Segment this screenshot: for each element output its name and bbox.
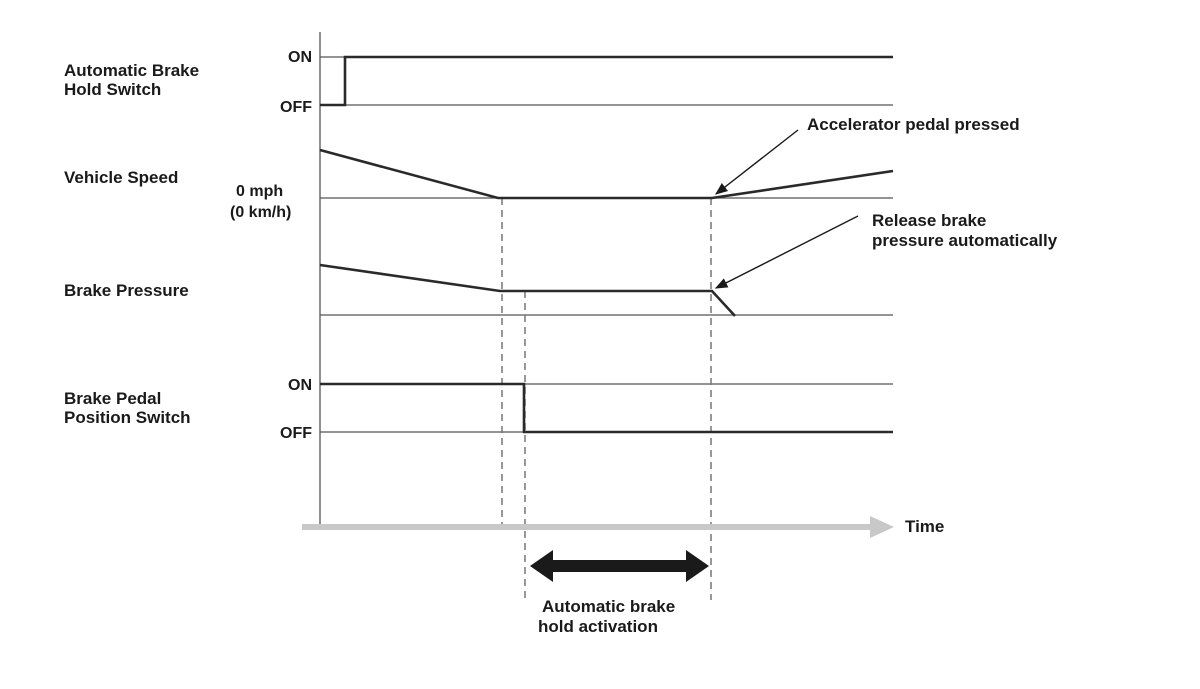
time-axis-label: Time xyxy=(905,517,944,536)
accelerator-pointer-arrow xyxy=(715,129,799,195)
pedal-switch-on-level: ON xyxy=(288,377,312,394)
pedal-switch-off-level: OFF xyxy=(280,425,312,442)
hold-switch-on-level: ON xyxy=(288,49,312,66)
vehicle-speed-waveform xyxy=(319,148,894,200)
brake-pressure-label: Brake Pressure xyxy=(64,281,189,300)
hold-switch-label-line1: Automatic Brake xyxy=(64,61,199,80)
activation-annotation-line2: hold activation xyxy=(538,617,658,636)
activation-annotation-line1: Automatic brake xyxy=(542,597,675,616)
hold-switch-label-line2: Hold Switch xyxy=(64,80,161,99)
vehicle-speed-label: Vehicle Speed xyxy=(64,168,178,187)
hold-switch-waveform xyxy=(320,55,893,107)
speed-zero-level-line1: 0 mph xyxy=(236,183,283,200)
activation-double-arrow xyxy=(530,550,709,582)
brake-pressure-waveform xyxy=(319,263,736,317)
release-annotation-line2: pressure automatically xyxy=(872,231,1058,250)
release-annotation-line1: Release brake xyxy=(872,211,986,230)
pedal-switch-label-line1: Brake Pedal xyxy=(64,389,161,408)
time-axis-arrowhead xyxy=(870,516,894,538)
pedal-switch-waveform xyxy=(320,382,893,434)
pedal-switch-label-line2: Position Switch xyxy=(64,408,191,427)
accelerator-annotation: Accelerator pedal pressed xyxy=(807,115,1020,134)
speed-zero-level-line2: (0 km/h) xyxy=(230,204,291,221)
release-pointer-arrow xyxy=(714,215,859,289)
hold-switch-off-level: OFF xyxy=(280,99,312,116)
